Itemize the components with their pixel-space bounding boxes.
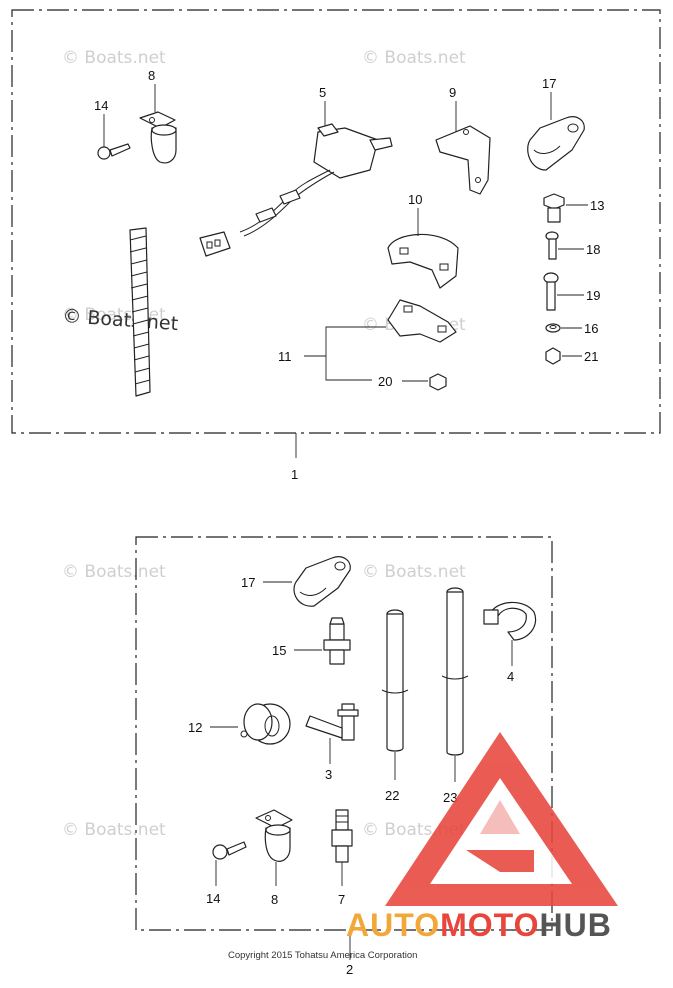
callout-13: 13: [590, 198, 604, 213]
callout-11: 11: [278, 349, 292, 364]
callout-4: 4: [507, 669, 514, 684]
part-screw-19: [543, 272, 584, 311]
callout-5: 5: [319, 85, 326, 100]
callout-10: 10: [408, 192, 422, 207]
callout-19: 19: [586, 288, 600, 303]
callout-8: 8: [271, 892, 278, 907]
watermark: © Boats.net: [362, 562, 466, 582]
part-grommet-12: [210, 703, 291, 745]
part-switch-5: [199, 101, 393, 257]
part-screw-18: [545, 231, 584, 260]
part-elbow-3: [305, 703, 359, 764]
callout-3: 3: [325, 767, 332, 782]
part-nut-21: [545, 347, 582, 365]
copyright-text: Copyright 2015 Tohatsu America Corporati…: [228, 950, 417, 961]
callout-20: 20: [378, 374, 392, 389]
logo-text-auto: AUTO: [346, 907, 440, 943]
callout-18: 18: [586, 242, 600, 257]
callout-2: 2: [346, 962, 353, 977]
logo-text: AUTOMOTOHUB: [346, 907, 612, 943]
part-fitting-7: [331, 809, 353, 886]
kit-frame-2: [135, 536, 553, 931]
part-screw-14: [212, 841, 247, 886]
automotohub-logo: AUTOMOTOHUB: [346, 732, 618, 943]
part-connector-15: [294, 617, 351, 665]
watermark: © Boats.net: [62, 820, 166, 840]
part-tie-4: [483, 601, 537, 666]
callout-8: 8: [148, 68, 155, 83]
callout-11-bracket: [325, 326, 386, 381]
part-nut-20: [402, 373, 447, 391]
kit-frame-1: [11, 9, 661, 434]
logo-text-hub: HUB: [539, 907, 611, 943]
part-bracket-9: [435, 101, 491, 195]
part-collar-11: [387, 299, 457, 343]
callout-22: 22: [385, 788, 399, 803]
part-hose-23: [441, 587, 469, 782]
part-clip-8: [255, 809, 293, 886]
logo-text-moto: MOTO: [440, 907, 539, 943]
part-washer-16: [545, 323, 582, 333]
part-hose-22: [381, 609, 409, 780]
callout-17: 17: [542, 76, 556, 91]
part-spiral-tube: [129, 227, 151, 397]
callout-17: 17: [241, 575, 255, 590]
callout-15: 15: [272, 643, 286, 658]
part-clamp-17: [527, 92, 585, 171]
watermark: © Boats.net: [62, 562, 166, 582]
callout-7: 7: [338, 892, 345, 907]
part-bolt-13: [543, 193, 588, 223]
callout-12: 12: [188, 720, 202, 735]
callout-14: 14: [94, 98, 108, 113]
callout-1: 1: [291, 467, 298, 482]
callout-23: 23: [443, 790, 457, 805]
logo-triangle-icon: [385, 732, 618, 906]
callout-16: 16: [584, 321, 598, 336]
watermark: © Boats.net: [62, 48, 166, 68]
part-clamp-17: [263, 556, 351, 607]
part-screw-14: [97, 114, 131, 160]
part-clip-8: [139, 84, 177, 164]
part-collar-10: [387, 208, 459, 289]
callout-14: 14: [206, 891, 220, 906]
callout-21: 21: [584, 349, 598, 364]
watermark: © Boats.net: [362, 48, 466, 68]
callout-9: 9: [449, 85, 456, 100]
